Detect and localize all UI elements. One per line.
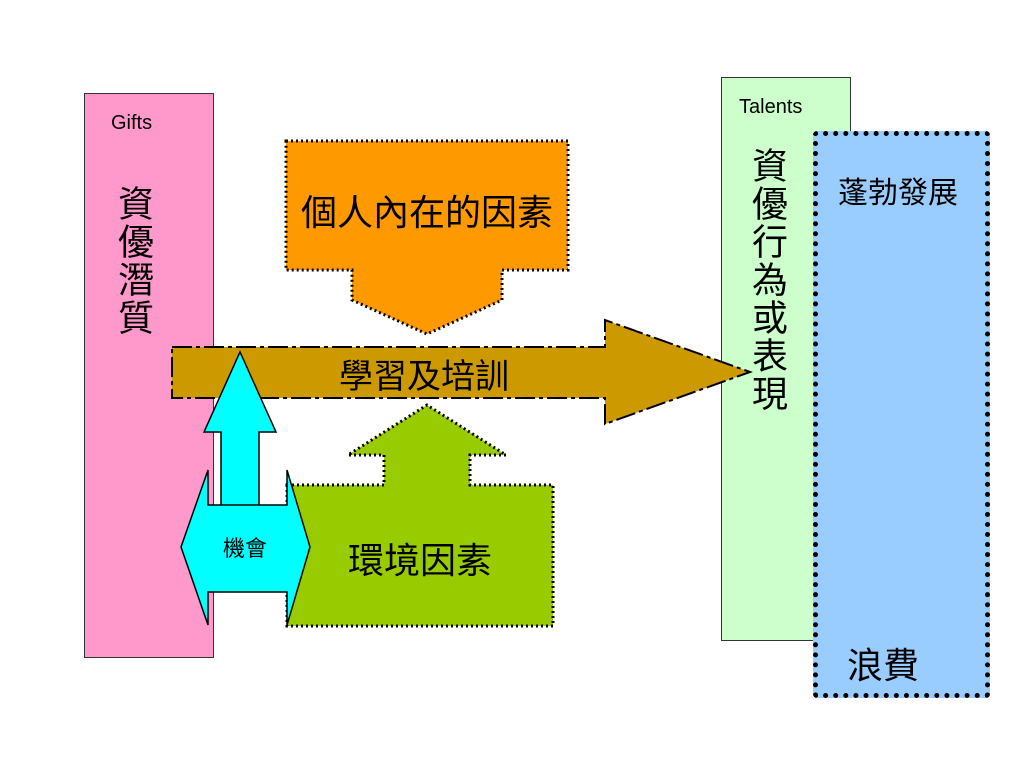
- environment-text: 環境因素: [348, 541, 492, 582]
- development-bottom-text: 浪費: [847, 646, 920, 687]
- development-box: [813, 131, 990, 698]
- intrapersonal-arrow: [284, 139, 570, 336]
- chance-text: 機會: [223, 537, 267, 562]
- intrapersonal-text: 個人內在的因素: [301, 193, 553, 234]
- chance-double-arrow: [180, 469, 311, 626]
- gifts-label: Gifts: [111, 112, 153, 134]
- environment-arrow: [285, 403, 555, 628]
- learning-text: 學習及培訓: [339, 357, 509, 397]
- talents-text: 資優行為或表現: [746, 147, 787, 413]
- development-top-text: 蓬勃發展: [838, 176, 958, 211]
- chance-up-arrow: [202, 350, 278, 513]
- talents-label: Talents: [739, 96, 803, 118]
- gifts-text: 資優潛質: [112, 185, 153, 337]
